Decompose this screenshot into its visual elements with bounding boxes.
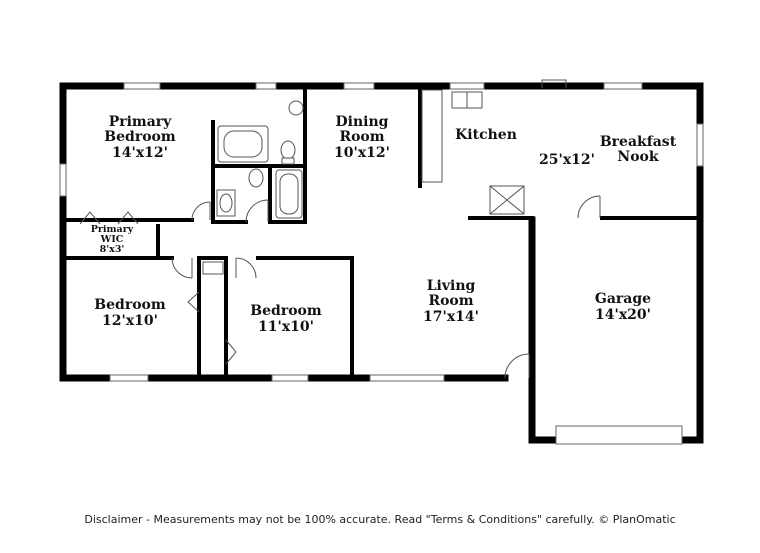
dining-room-label-line1: Dining (336, 114, 389, 130)
living-room-label-line1: Living (427, 278, 476, 294)
kitchen-nook-dims: 25'x12' (539, 152, 595, 168)
breakfast-nook-label-line1: Breakfast (600, 134, 677, 150)
room-labels: Primary Bedroom 14'x12' Dining Room 10'x… (91, 114, 677, 335)
breakfast-nook-label-line2: Nook (617, 149, 658, 165)
dining-room-label-line2: Room (339, 129, 384, 145)
fixtures (216, 89, 525, 219)
bedroom-1-label: Bedroom (94, 297, 166, 313)
primary-wic-label-line1: Primary (91, 224, 134, 235)
living-room-dims: 17'x14' (423, 309, 479, 325)
kitchen-label: Kitchen (455, 127, 517, 143)
bedroom-1-dims: 12'x10' (102, 313, 158, 329)
primary-bedroom-label-line2: Bedroom (104, 129, 176, 145)
living-room-label-line2: Room (428, 293, 473, 309)
garage-dims: 14'x20' (595, 307, 651, 323)
bedroom-2-label: Bedroom (250, 303, 322, 319)
disclaimer-text: Disclaimer - Measurements may not be 100… (84, 513, 676, 526)
bedroom-2-dims: 11'x10' (258, 319, 314, 335)
primary-bedroom-dims: 14'x12' (112, 145, 168, 161)
primary-bedroom-label-line1: Primary (109, 114, 172, 130)
dining-room-dims: 10'x12' (334, 145, 390, 161)
windows (59, 82, 704, 445)
primary-wic-dims: 8'x3' (100, 244, 125, 255)
doors (79, 79, 601, 379)
primary-wic-label-line2: WIC (100, 234, 124, 245)
garage-label: Garage (595, 291, 651, 307)
interior-walls (61, 84, 702, 378)
